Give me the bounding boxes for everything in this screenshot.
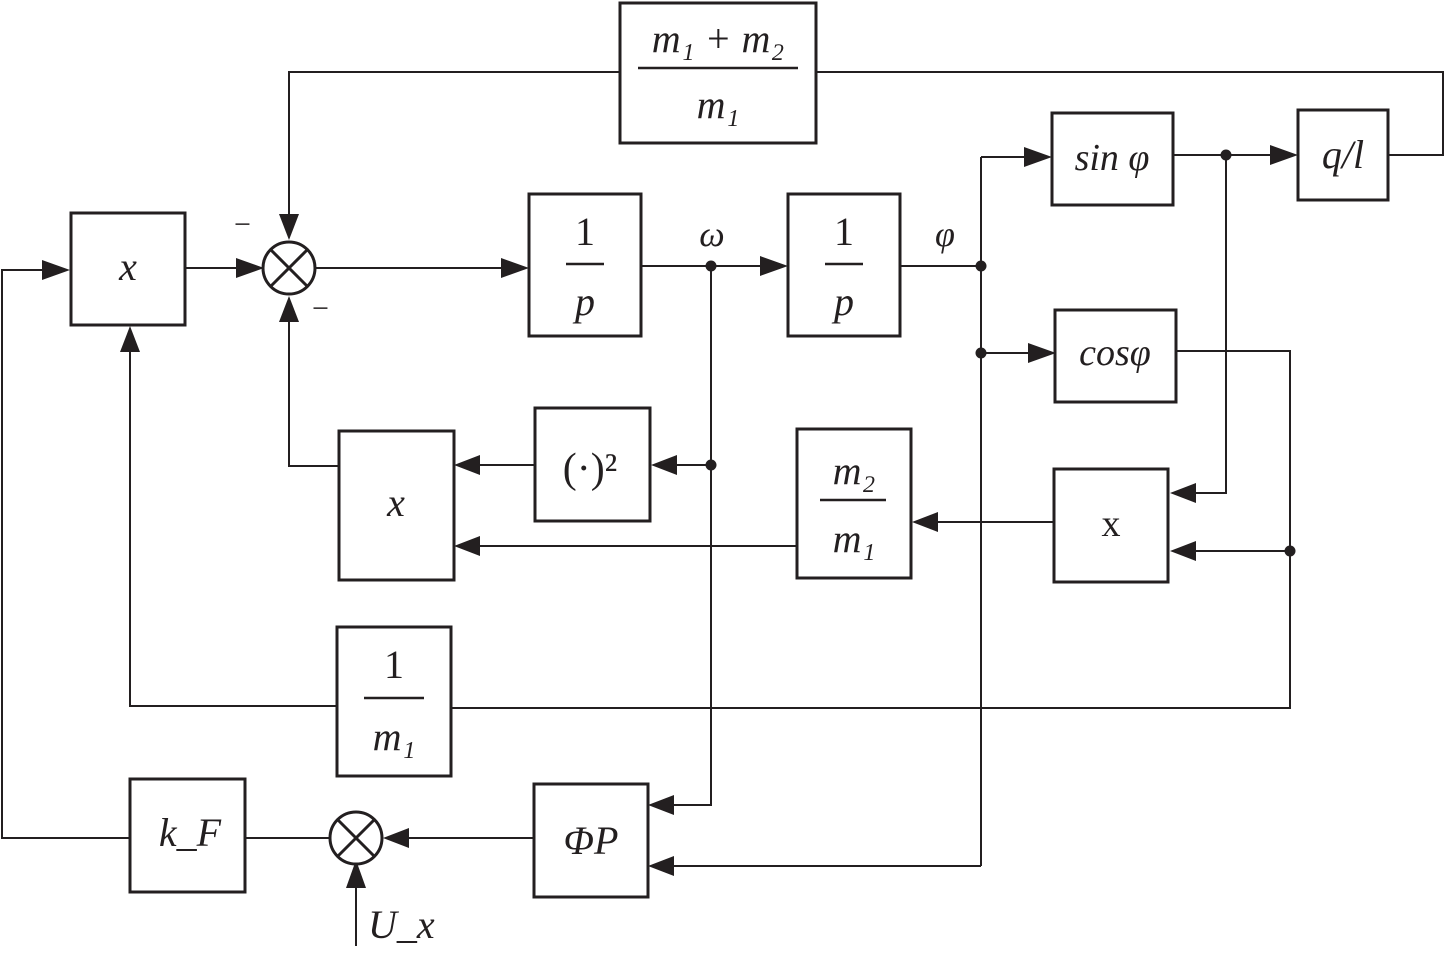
block-q-over-l: q/l [1296,108,1390,202]
sin-phi-label: sin φ [1075,137,1150,179]
multiplier-right-label: x [1102,503,1121,545]
arrow-sum-to-int1 [501,258,529,278]
arrow-int1-to-int2 [760,256,788,276]
junction-omega-square [705,459,717,471]
square-label: (·)² [563,446,618,492]
integrator-2-denominator: p [831,279,854,324]
wire-invmass-to-mult [129,346,337,707]
block-square: (·)² [533,406,652,523]
block-inverse-mass: 1 m₁ [335,625,453,778]
signal-input-label: U_x [368,902,435,947]
block-regulator: ΦP [532,782,650,899]
integrator-2-numerator: 1 [834,209,854,254]
multiplier-top-label: x [118,244,137,289]
regulator-label: ΦP [564,818,619,863]
mass-ratio-2-numerator: m₂ [833,448,876,493]
block-multiplier-right: x [1052,467,1170,584]
arrow-multmid-to-sum [279,296,299,322]
junction-phi-cos [975,347,987,359]
arrow-ratio-to-multmid [454,536,480,556]
wire-omega-bus [668,266,712,806]
arrow-multright-to-ratio [912,512,938,532]
block-gain-kf: k_F [128,777,247,894]
arrow-regulator-to-sum [383,828,409,848]
gain-kf-label: k_F [159,810,222,855]
cos-phi-label: cosφ [1079,332,1151,374]
junction-omega [705,260,717,272]
wire-sin-to-mult-right [1190,155,1227,494]
q-over-l-label: q/l [1322,132,1364,177]
mass-ratio-total-numerator: m₁ + m₂ [652,16,785,61]
arrow-ux-to-sum [346,860,366,888]
wire-top-feedback [288,71,1444,216]
arrow-feedback-to-mult [42,260,70,280]
signal-wires [1,71,1444,946]
mass-ratio-2-denominator: m₁ [833,516,876,561]
junction-dots [705,149,1296,557]
integrator-1-numerator: 1 [575,209,595,254]
block-integrator-2: 1 p [786,192,902,338]
arrow-mult-to-sum [236,258,264,278]
signal-omega-label: ω [699,214,724,254]
summing-junction-input [328,810,384,866]
arrow-phi-to-regulator [648,856,674,876]
block-sin-phi: sin φ [1050,111,1175,207]
arrow-omega-to-regulator [648,795,674,815]
block-mass-ratio-2: m₂ m₁ [795,427,913,580]
sign-minus-top: − [234,208,251,241]
wire-kf-feedback [1,269,130,839]
arrow-to-sin [1024,147,1052,167]
block-multiplier-middle: x [337,429,456,582]
block-mass-ratio-total: m₁ + m₂ m₁ [618,1,818,145]
sign-minus-bottom: − [312,292,329,325]
junction-phi [975,260,987,272]
mass-ratio-total-denominator: m₁ [697,82,740,127]
multiplier-middle-label: x [386,480,405,525]
inverse-mass-denominator: m₁ [373,714,416,759]
arrow-omega-to-square [651,455,677,475]
block-multiplier-top: x [69,211,187,327]
summing-junction-main [261,240,317,296]
junction-cos [1284,545,1296,557]
wire-cos-bus [452,350,1291,709]
integrator-1-denominator: p [572,279,595,324]
arrow-sin-to-multright [1170,483,1196,503]
arrow-square-to-multmid [454,455,480,475]
wire-multmid-to-sum [288,321,339,467]
block-cos-phi: cosφ [1053,308,1178,404]
signal-phi-label: φ [935,214,955,254]
arrow-to-ql [1270,145,1298,165]
junction-sin [1220,149,1232,161]
block-integrator-1: 1 p [527,192,643,338]
arrow-top-feedback [279,214,299,240]
arrow-invmass-to-mult [120,326,140,352]
arrowheads [42,145,1298,888]
arrow-to-cos [1028,343,1056,363]
inverse-mass-numerator: 1 [384,642,404,687]
arrow-cos-to-multright [1170,541,1196,561]
